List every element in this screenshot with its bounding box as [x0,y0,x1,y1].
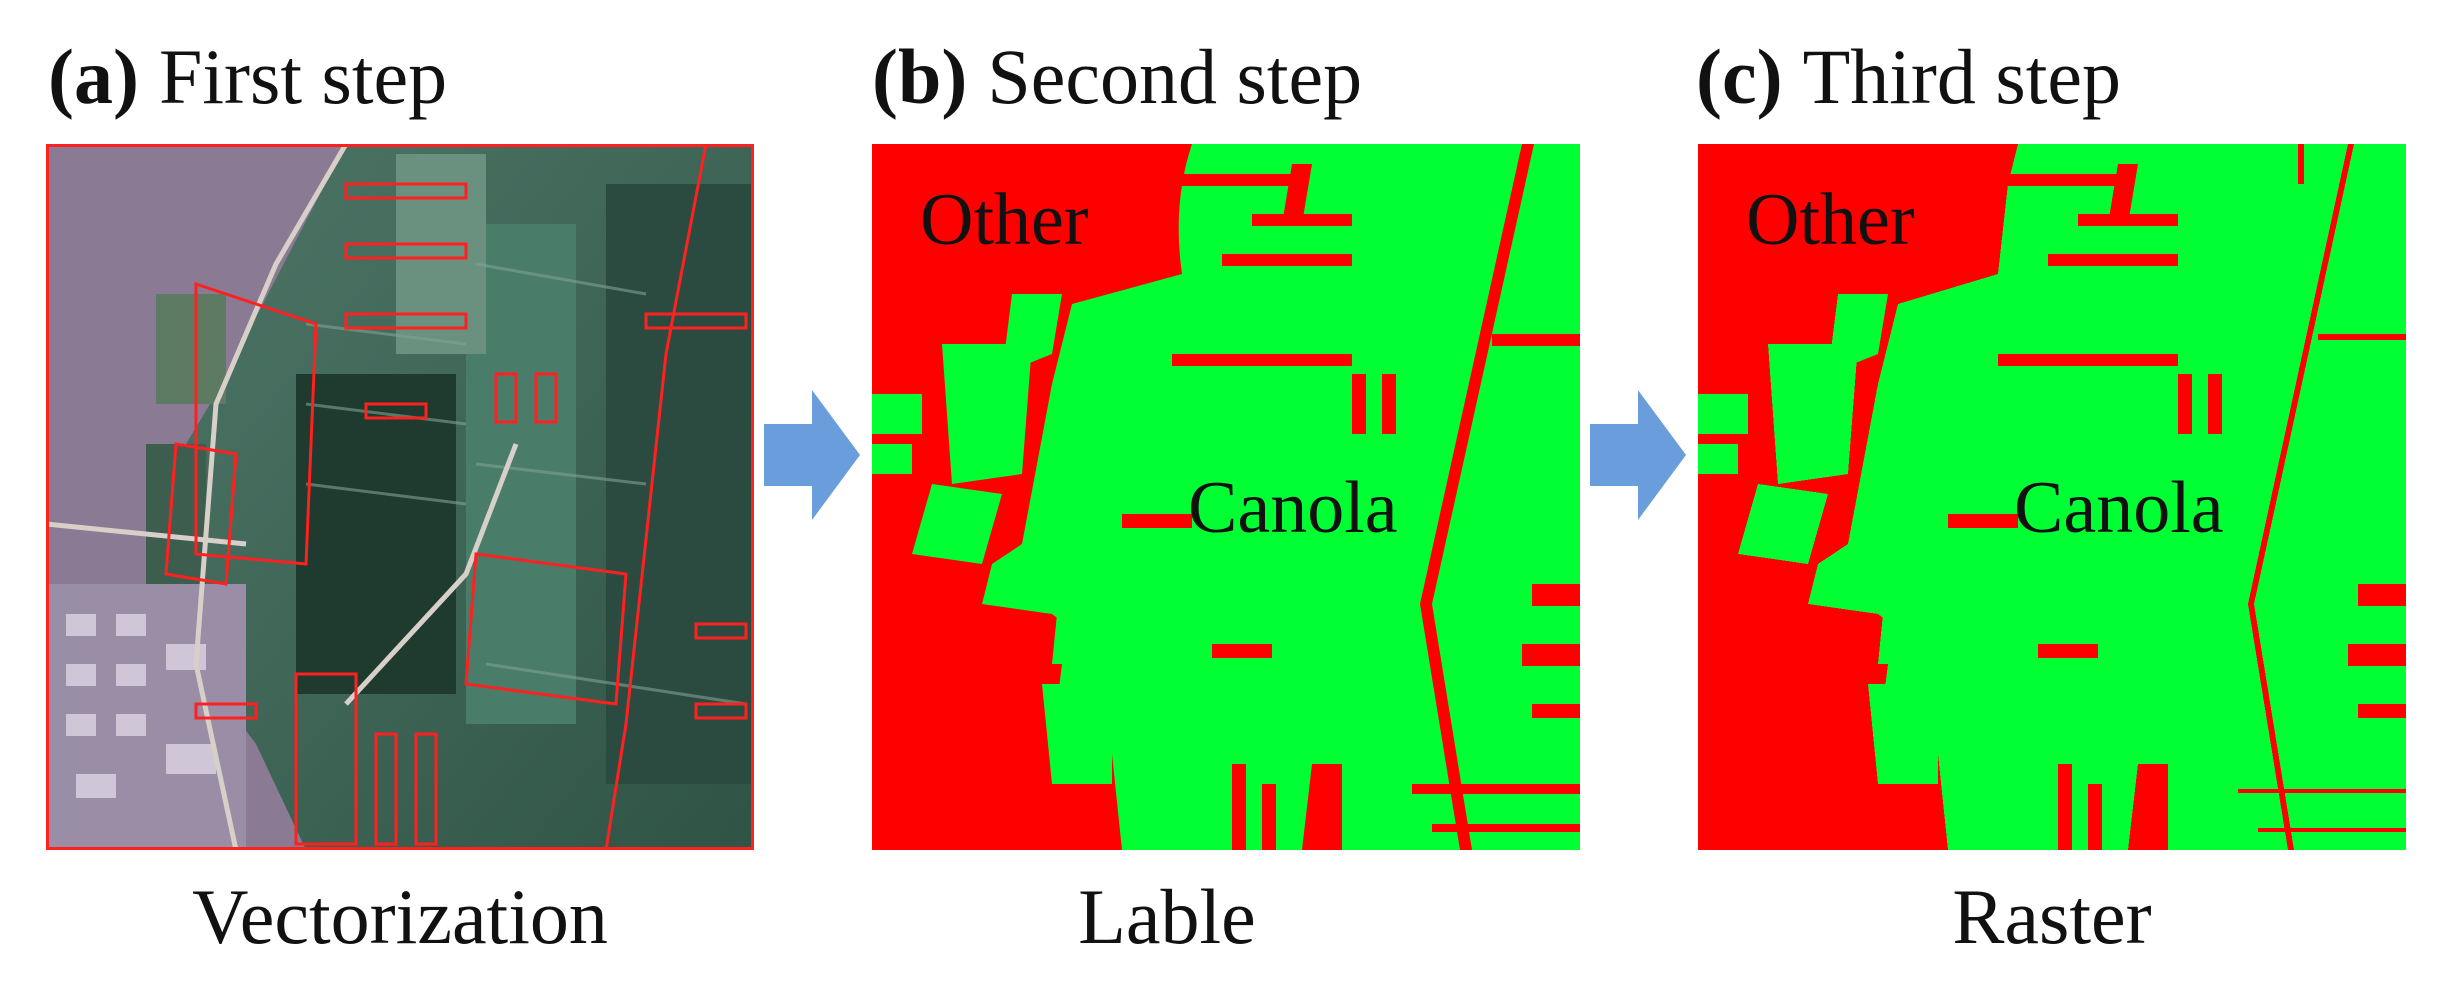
step-a-tag: (a) [48,33,139,120]
step-b-tag: (b) [872,33,968,120]
step-a-caption: Vectorization [192,873,608,960]
step-c-tag: (c) [1696,33,1783,120]
label-map: Other Canola [872,144,1580,850]
step-c-caption: Raster [1952,873,2152,960]
vectorization-image [46,144,754,850]
canola-label: Canola [2014,467,2224,549]
step-b-title-text: Second step [987,33,1363,120]
canola-label: Canola [1188,467,1398,549]
step-a-title-text: First step [158,33,448,120]
other-label: Other [920,179,1089,261]
step-c-title-text: Third step [1802,33,2122,120]
step-c-title: (c)Third step [1696,38,2121,116]
step-b-caption: Lable [1078,873,1256,960]
right-arrow-icon [1590,390,1686,520]
step-a-title: (a)First step [48,38,447,116]
right-arrow-icon [764,390,860,520]
other-label: Other [1746,179,1915,261]
raster-map: Other Canola [1698,144,2406,850]
step-b-title: (b)Second step [872,38,1362,116]
